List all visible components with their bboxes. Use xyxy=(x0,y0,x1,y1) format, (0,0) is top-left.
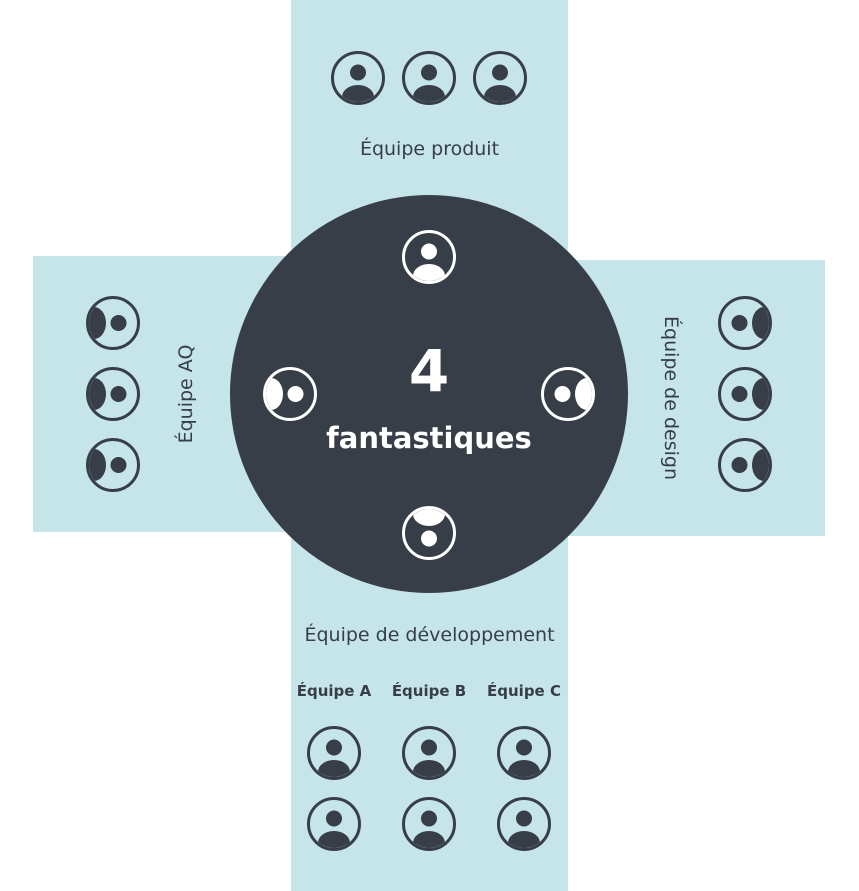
person-icon xyxy=(329,49,387,107)
subteam-c-label: Équipe C xyxy=(487,682,561,700)
person-icon xyxy=(84,365,142,423)
person-icon xyxy=(400,49,458,107)
person-icon xyxy=(716,294,774,352)
person-icon xyxy=(400,504,458,562)
person-icon xyxy=(400,795,458,853)
subteam-b-label: Équipe B xyxy=(391,682,467,700)
person-icon xyxy=(471,49,529,107)
product-team-label: Équipe produit xyxy=(359,138,500,160)
person-icon xyxy=(716,365,774,423)
development-team-label: Équipe de développement xyxy=(304,624,555,646)
person-icon xyxy=(84,436,142,494)
person-icon xyxy=(400,724,458,782)
subteam-a-label: Équipe A xyxy=(296,682,372,700)
person-icon xyxy=(539,365,597,423)
person-icon xyxy=(305,724,363,782)
person-icon xyxy=(400,228,458,286)
person-icon xyxy=(495,724,553,782)
person-icon xyxy=(495,795,553,853)
person-icon xyxy=(261,365,319,423)
person-icon xyxy=(305,795,363,853)
design-team-label: Équipe de design xyxy=(660,316,682,480)
person-icon xyxy=(84,294,142,352)
center-title: fantastiques xyxy=(326,421,532,455)
center-number: 4 xyxy=(408,337,450,405)
qa-team-label: Équipe AQ xyxy=(175,344,197,444)
person-icon xyxy=(716,436,774,494)
